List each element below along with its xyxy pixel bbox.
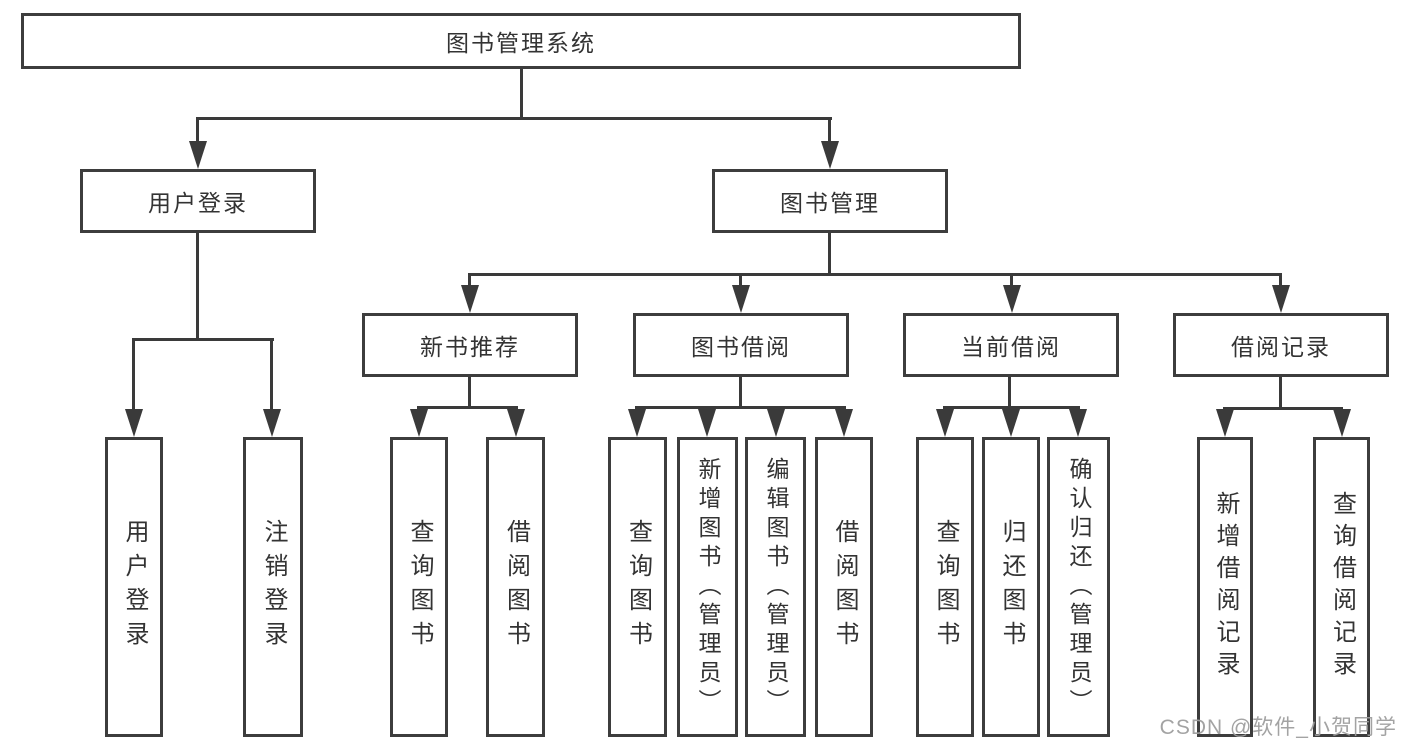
arrow-down-icon [936,409,954,437]
leaf-add-borrow-record: 新增借阅记录 [1197,437,1253,737]
connector-user-login-stem [196,233,199,338]
arrow-down-icon [507,409,525,437]
node-label: 图书借阅 [691,334,791,360]
arrow-down-icon [1003,285,1021,313]
arrow-down-icon [263,409,281,437]
connector-to-user-login [196,117,199,151]
node-label: 图书管理 [780,190,880,216]
leaf-query-books-recommend: 查询图书 [390,437,448,737]
node-label: 查询图书 [406,519,433,655]
connector-to-l3 [468,273,471,293]
connector-to-l3 [1279,273,1282,293]
leaf-user-login: 用户登录 [105,437,163,737]
connector-records-branch [1223,407,1343,410]
node-new-book-recommend: 新书推荐 [362,313,578,377]
arrow-down-icon [835,409,853,437]
node-label: 查询借阅记录 [1328,491,1356,683]
connector-to-leaf [132,338,135,418]
connector-to-l3 [739,273,742,293]
node-label: 借阅图书 [502,519,530,655]
leaf-confirm-return-admin: 确认归还（管理员） [1047,437,1110,737]
node-label: 编辑图书（管理员） [763,456,789,718]
node-label: 借阅记录 [1231,334,1331,360]
csdn-watermark: CSDN @软件_小贺同学 [1159,716,1397,739]
connector-current-stem [1008,377,1011,406]
connector-records-stem [1279,377,1282,407]
leaf-logout: 注销登录 [243,437,303,737]
node-label: 新书推荐 [420,334,520,360]
arrow-down-icon [1272,285,1290,313]
node-label: 当前借阅 [961,334,1061,360]
arrow-down-icon [1002,409,1020,437]
arrow-down-icon [1216,409,1234,437]
connector-borrow-branch [635,406,846,409]
node-label: 新增图书（管理员） [695,456,721,718]
node-label: 确认归还（管理员） [1066,456,1092,718]
arrow-down-icon [410,409,428,437]
node-label: 图书管理系统 [446,30,596,56]
node-label: 新增借阅记录 [1212,491,1239,683]
arrow-down-icon [189,141,207,169]
node-label: 用户登录 [121,519,148,655]
node-label: 注销登录 [260,519,287,655]
leaf-return-books: 归还图书 [982,437,1040,737]
connector-recommend-stem [468,377,471,406]
connector-to-l3 [1010,273,1013,293]
arrow-down-icon [821,141,839,169]
arrow-down-icon [698,409,716,437]
leaf-borrow-books: 借阅图书 [815,437,873,737]
node-book-borrow: 图书借阅 [633,313,849,377]
connector-borrow-stem [739,377,742,406]
node-library-system: 图书管理系统 [21,13,1021,69]
leaf-query-books-borrow: 查询图书 [608,437,667,737]
connector-root-branch [196,117,832,120]
node-label: 借阅图书 [831,519,858,655]
node-user-login: 用户登录 [80,169,316,233]
connector-root-stem [520,69,523,117]
leaf-borrow-books-recommend: 借阅图书 [486,437,545,737]
node-label: 用户登录 [148,190,248,216]
node-book-management: 图书管理 [712,169,948,233]
arrow-down-icon [767,409,785,437]
arrow-down-icon [125,409,143,437]
arrow-down-icon [732,285,750,313]
arrow-down-icon [1069,409,1087,437]
connector-book-mgmt-stem [828,233,831,273]
connector-recommend-branch [417,406,518,409]
node-current-borrow: 当前借阅 [903,313,1119,377]
leaf-query-books-current: 查询图书 [916,437,974,737]
arrow-down-icon [461,285,479,313]
leaf-add-books-admin: 新增图书（管理员） [677,437,738,737]
arrow-down-icon [628,409,646,437]
leaf-query-borrow-record: 查询借阅记录 [1313,437,1370,737]
arrow-down-icon [1333,409,1351,437]
node-label: 查询图书 [624,519,652,655]
connector-to-book-management [828,117,831,151]
connector-book-mgmt-branch [468,273,1282,276]
connector-to-leaf [270,338,273,418]
connector-user-login-branch [132,338,274,341]
leaf-edit-books-admin: 编辑图书（管理员） [745,437,806,737]
node-label: 查询图书 [932,519,959,655]
node-label: 归还图书 [998,519,1025,655]
node-borrow-records: 借阅记录 [1173,313,1389,377]
